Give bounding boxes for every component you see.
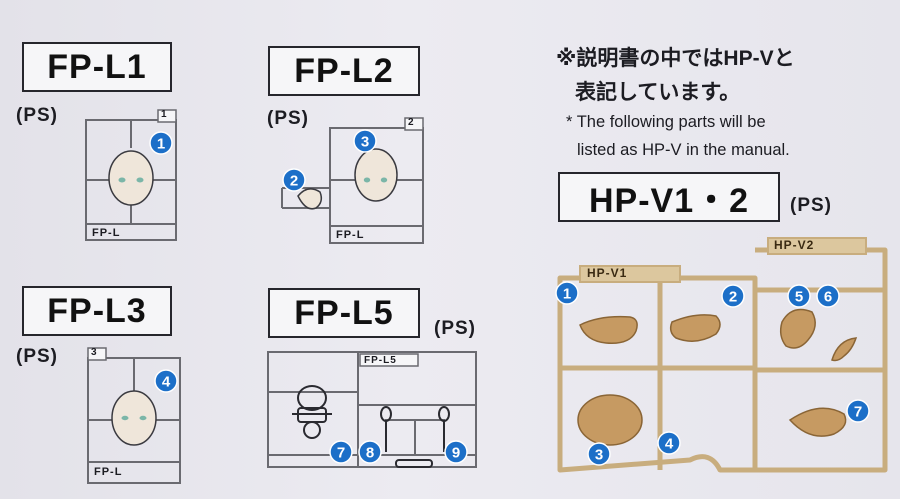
part-number-label: 7 (854, 404, 862, 421)
note-en-line2: listed as HP-V in the manual. (577, 141, 790, 159)
part-number-badge-hp-v-2: 2 (721, 284, 745, 308)
fp-l2-small-part (297, 188, 323, 210)
fp-l5-runner-tag: FP-L5 (364, 355, 397, 366)
fp-l5-frame-part (292, 385, 332, 439)
part-number-badge-hp-v-5: 5 (787, 284, 811, 308)
part-number-label: 3 (595, 447, 603, 464)
fp-l1-runner-tag: FP-L (92, 227, 121, 239)
hp-v-hair-part-5 (779, 308, 816, 349)
fp-l5-title: FP-L5 (268, 288, 420, 338)
hp-v-hair-part-6 (831, 337, 858, 362)
hp-v-hair-part-1 (579, 315, 638, 344)
fp-l3-title: FP-L3 (22, 286, 172, 336)
note-jp-line2: 表記しています。 (575, 81, 741, 104)
note-jp-line1: ※説明書の中ではHP-Vと (556, 47, 795, 70)
fp-l2-face-part (354, 148, 398, 202)
fp-l1-runner-number: 1 (161, 109, 167, 120)
part-number-label: 2 (729, 289, 737, 306)
part-number-badge-hp-v-1: 1 (555, 281, 579, 305)
fp-l1-title: FP-L1 (22, 42, 172, 92)
hp-v1-runner-tag: HP-V1 (587, 266, 628, 280)
hp-v-title: HP-V1・2 (558, 172, 780, 222)
part-number-badge-fp-l5-8: 8 (358, 440, 382, 464)
hp-v2-runner-tag: HP-V2 (774, 238, 815, 252)
part-number-label: 2 (290, 173, 298, 190)
note-en-line1: * The following parts will be (566, 113, 766, 131)
part-number-badge-hp-v-4: 4 (657, 431, 681, 455)
part-number-badge-hp-v-3: 3 (587, 442, 611, 466)
hp-v-hair-part-2 (669, 314, 721, 342)
part-number-badge-fp-l5-9: 9 (444, 440, 468, 464)
part-number-label: 7 (337, 445, 345, 462)
part-number-label: 5 (795, 289, 803, 306)
hp-v-material: (PS) (790, 195, 832, 216)
part-number-label: 4 (162, 374, 171, 391)
fp-l2-material: (PS) (267, 108, 309, 129)
fp-l2-runner-tag: FP-L (336, 229, 365, 241)
part-number-badge-hp-v-6: 6 (816, 284, 840, 308)
part-number-badge-fp-l2-3: 3 (353, 129, 377, 153)
fp-l1-face-part (108, 150, 154, 206)
part-number-label: 9 (452, 445, 460, 462)
part-number-badge-fp-l5-7: 7 (329, 440, 353, 464)
hp-v-hair-part-3 (577, 394, 643, 446)
part-number-label: 1 (157, 136, 165, 153)
part-number-label: 1 (563, 286, 571, 303)
part-number-label: 3 (361, 134, 369, 151)
part-number-badge-hp-v-7: 7 (846, 399, 870, 423)
fp-l2-title: FP-L2 (268, 46, 420, 96)
part-number-label: 8 (366, 445, 374, 462)
fp-l3-material: (PS) (16, 346, 58, 367)
part-number-badge-fp-l3-4: 4 (154, 369, 178, 393)
fp-l5-stick-part (380, 406, 450, 468)
hp-v-hair-part-7 (788, 407, 847, 437)
fp-l5-material: (PS) (434, 318, 476, 339)
fp-l3-runner-number: 3 (91, 347, 97, 358)
fp-l2-runner-number: 2 (408, 117, 414, 128)
fp-l1-material: (PS) (16, 105, 58, 126)
fp-l3-runner-tag: FP-L (94, 466, 123, 478)
part-number-badge-fp-l2-2: 2 (282, 168, 306, 192)
part-number-badge-fp-l1-1: 1 (149, 131, 173, 155)
part-number-label: 6 (824, 289, 832, 306)
fp-l3-face-part (111, 390, 157, 446)
part-number-label: 4 (665, 436, 674, 453)
